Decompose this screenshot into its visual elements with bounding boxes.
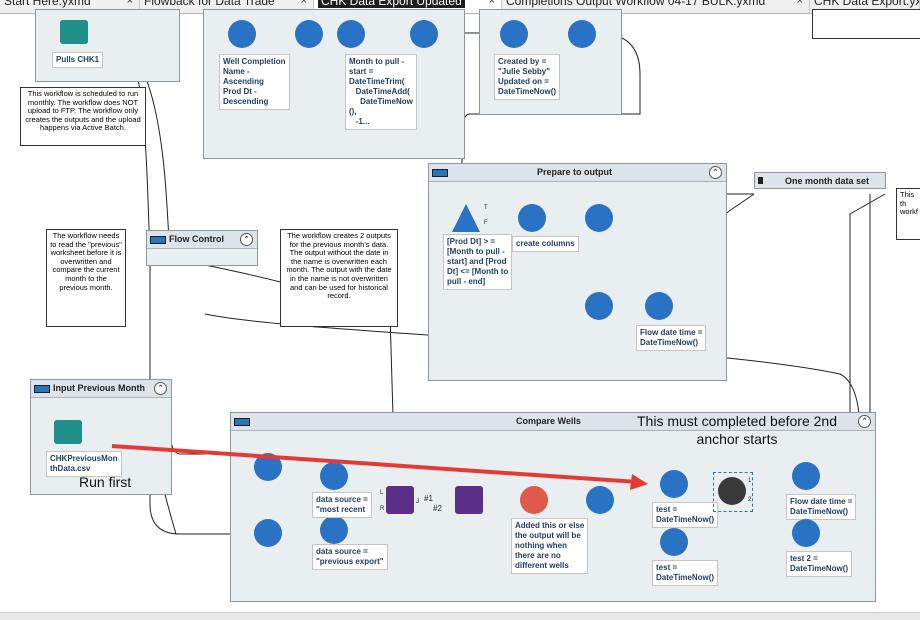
collapse-icon[interactable]: ⌃ bbox=[240, 233, 253, 246]
union-tool[interactable] bbox=[455, 486, 483, 514]
annotation-well-completion: Well Completion Name - Ascending Prod Dt… bbox=[219, 54, 290, 110]
formula-tool[interactable] bbox=[500, 20, 528, 48]
output-anchor-2: 2 bbox=[748, 497, 752, 503]
formula-tool[interactable] bbox=[320, 462, 348, 490]
container-icon bbox=[150, 236, 166, 244]
container-header: Input Previous Month ⌃ bbox=[31, 380, 171, 398]
tab-completions-output[interactable]: Completions Output Workflow 04-17 BULK.y… bbox=[502, 0, 810, 13]
note-read-previous: The workflow needs to read the "previous… bbox=[46, 229, 126, 327]
tab-label: Flowback for Data Trade bbox=[144, 0, 275, 8]
annotation-most-recent: data source = "most recent bbox=[312, 492, 372, 518]
connection-label: #2 bbox=[433, 504, 442, 513]
one-month-container: One month data set bbox=[754, 172, 886, 189]
book-icon[interactable] bbox=[54, 420, 82, 444]
select-tool[interactable] bbox=[585, 204, 613, 232]
formula-tool[interactable] bbox=[660, 470, 688, 498]
left-anchor: L bbox=[380, 490, 384, 496]
collapse-icon[interactable]: ⌃ bbox=[154, 382, 167, 395]
formula-tool[interactable] bbox=[792, 519, 820, 547]
flow-control-container: Flow Control ⌃ bbox=[146, 230, 258, 266]
true-anchor: T bbox=[484, 205, 488, 211]
formula-tool[interactable] bbox=[660, 528, 688, 556]
formula-tool[interactable] bbox=[645, 292, 673, 320]
block-until-done-tool[interactable] bbox=[718, 477, 746, 505]
select-tool[interactable] bbox=[568, 20, 596, 48]
container-icon bbox=[234, 418, 250, 426]
select-tool[interactable] bbox=[585, 292, 613, 320]
container-icon bbox=[34, 385, 50, 393]
block-until-done-selection bbox=[713, 472, 753, 512]
sort-tool[interactable] bbox=[295, 20, 323, 48]
right-anchor: R bbox=[380, 506, 385, 512]
container-title: Input Previous Month bbox=[53, 383, 145, 393]
container-header: Prepare to output ⌃ bbox=[429, 164, 726, 182]
tab-label: Completions Output Workflow 04-17 BULK.y… bbox=[506, 0, 766, 8]
output-anchor-1: 1 bbox=[748, 478, 752, 484]
select-tool[interactable] bbox=[410, 20, 438, 48]
note-creates-outputs: The workflow creates 2 outputs for the p… bbox=[280, 229, 398, 327]
annotation-flow-date-2: Flow date time = DateTimeNow() bbox=[786, 494, 857, 520]
container-icon bbox=[432, 169, 448, 177]
formula-tool[interactable] bbox=[337, 20, 365, 48]
container-icon bbox=[758, 177, 763, 184]
annotation-test-2: test = DateTimeNow() bbox=[652, 560, 719, 586]
collapse-icon[interactable]: ⌃ bbox=[858, 415, 871, 428]
container-title: One month data set bbox=[785, 176, 870, 186]
input-container bbox=[35, 9, 180, 82]
tab-label: Start Here.yxmd bbox=[4, 0, 91, 8]
callout-run-first: Run first bbox=[79, 474, 132, 490]
container-title: Prepare to output bbox=[537, 167, 613, 177]
tab-label: CHK Data Export.yx bbox=[814, 0, 920, 8]
container-header: Compare Wells ⌃ bbox=[231, 413, 875, 431]
status-bar bbox=[0, 612, 920, 620]
connection-label: #1 bbox=[424, 494, 433, 503]
note-partial-right: This th workf bbox=[896, 188, 920, 240]
container-header: Flow Control ⌃ bbox=[147, 231, 257, 249]
partial-box bbox=[812, 9, 920, 39]
annotation-create-columns: create columns bbox=[512, 236, 579, 252]
container-title: Flow Control bbox=[169, 234, 224, 244]
close-icon[interactable]: × bbox=[488, 0, 495, 7]
formula-tool[interactable] bbox=[320, 516, 348, 544]
annotation-added: Added this or else the output will be no… bbox=[511, 518, 589, 574]
book-icon[interactable] bbox=[60, 20, 88, 44]
annotation-test-1: test = DateTimeNow() bbox=[652, 502, 719, 528]
red-arrow bbox=[111, 444, 648, 490]
tab-flowback[interactable]: Flowback for Data Trade × bbox=[140, 0, 314, 13]
formula-tool[interactable] bbox=[792, 462, 820, 490]
collapse-icon[interactable]: ⌃ bbox=[709, 166, 722, 179]
annotation-flow-date-1: Flow date time = DateTimeNow() bbox=[636, 325, 707, 351]
annotation-month-to-pull: Month to pull - start = DateTimeTrim( Da… bbox=[345, 54, 417, 130]
callout-must-complete: This must completed before 2nd anchor st… bbox=[637, 413, 837, 447]
annotation-created-by: Created by = "Julie Sebby" Updated on = … bbox=[494, 54, 561, 100]
annotation-prev-export: data source = "previous export" bbox=[312, 544, 388, 570]
join-anchor: J bbox=[416, 499, 419, 505]
workflow-canvas[interactable]: Pulls CHK1 Well Completion Name - Ascend… bbox=[0, 9, 920, 614]
annotation-chk-prev: CHKPreviousMon thData.csv bbox=[46, 451, 122, 477]
select-tool[interactable] bbox=[586, 486, 614, 514]
formula-tool[interactable] bbox=[518, 204, 546, 232]
container-title: Compare Wells bbox=[516, 416, 581, 426]
record-count-tool[interactable] bbox=[520, 486, 548, 514]
note-schedule: This workflow is scheduled to run monthl… bbox=[20, 87, 146, 146]
false-anchor: F bbox=[484, 220, 488, 226]
annotation-test-2b: test 2 = DateTimeNow() bbox=[786, 551, 853, 577]
tab-label: CHK Data Export Updated bbox=[318, 0, 465, 8]
close-icon[interactable]: × bbox=[126, 0, 133, 7]
close-icon[interactable]: × bbox=[300, 0, 307, 7]
annotation-filter-expr: [Prod Dt] > = [Month to pull - start] an… bbox=[443, 234, 513, 290]
annotation-pulls: Pulls CHK1 bbox=[52, 52, 104, 68]
close-icon[interactable]: × bbox=[796, 0, 803, 7]
record-id-tool[interactable] bbox=[228, 20, 256, 48]
tab-start-here[interactable]: Start Here.yxmd × bbox=[0, 0, 140, 13]
dynamic-input-tool[interactable] bbox=[254, 519, 282, 547]
join-tool[interactable] bbox=[386, 486, 414, 514]
